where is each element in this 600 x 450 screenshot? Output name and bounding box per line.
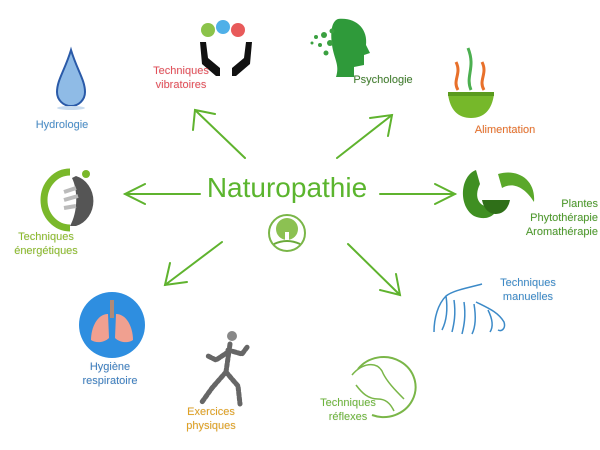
label-line: Psychologie: [353, 74, 413, 86]
label-line: Techniques: [153, 65, 209, 77]
foot-icon: [351, 356, 417, 418]
label-psychologie: Psychologie: [353, 73, 412, 87]
arrow-respiratoire: [163, 241, 223, 287]
label-line: Techniques: [320, 397, 376, 409]
label-line: énergétiques: [14, 245, 78, 257]
lungs-icon: [79, 292, 145, 358]
label-techniques-manuelles: Techniques manuelles: [500, 276, 556, 304]
arrow-plantes: [379, 183, 458, 205]
label-exercices-physiques: Exercices physiques: [186, 405, 236, 433]
runner-icon: [199, 331, 251, 407]
label-line: respiratoire: [82, 375, 138, 387]
bowl-icon: [448, 47, 494, 118]
hands-icon: [200, 20, 252, 76]
tree-icon: [268, 214, 306, 252]
water-drop-icon: [55, 46, 87, 110]
label-line: Phytothérapie: [530, 212, 598, 224]
label-plantes: Plantes Phytothérapie Aromathérapie: [510, 197, 598, 239]
massage-hands-icon: [433, 283, 506, 335]
label-hygiene-respiratoire: Hygiène respiratoire: [82, 360, 137, 388]
label-line: Hygiène: [89, 361, 131, 373]
label-line: réflexes: [328, 411, 368, 423]
label-line: Alimentation: [474, 124, 536, 136]
arrow-psychologie: [336, 113, 394, 159]
label-line: Exercices: [187, 406, 235, 418]
label-line: vibratoires: [155, 79, 207, 91]
label-line: manuelles: [502, 291, 554, 303]
arrow-manuelles: [347, 243, 402, 297]
label-line: physiques: [186, 420, 236, 432]
label-line: Plantes: [561, 198, 598, 210]
central-title: Naturopathie: [206, 172, 368, 203]
label-line: Hydrologie: [35, 119, 89, 131]
arrow-vibratoires: [192, 108, 246, 159]
leaf-mortar-icon: [462, 170, 535, 219]
label-techniques-reflexes: Techniques réflexes: [320, 396, 376, 424]
label-line: Techniques: [18, 231, 74, 243]
arrow-energetiques: [122, 183, 201, 205]
label-alimentation: Alimentation: [475, 123, 536, 137]
head-icon: [310, 18, 370, 78]
energy-hand-icon: [40, 168, 94, 232]
label-line: Aromathérapie: [525, 226, 598, 238]
label-techniques-energetiques: Techniques énergétiques: [14, 230, 78, 258]
label-line: Techniques: [500, 277, 556, 289]
label-techniques-vibratoires: Techniques vibratoires: [153, 64, 209, 92]
label-hydrologie: Hydrologie: [36, 118, 89, 132]
